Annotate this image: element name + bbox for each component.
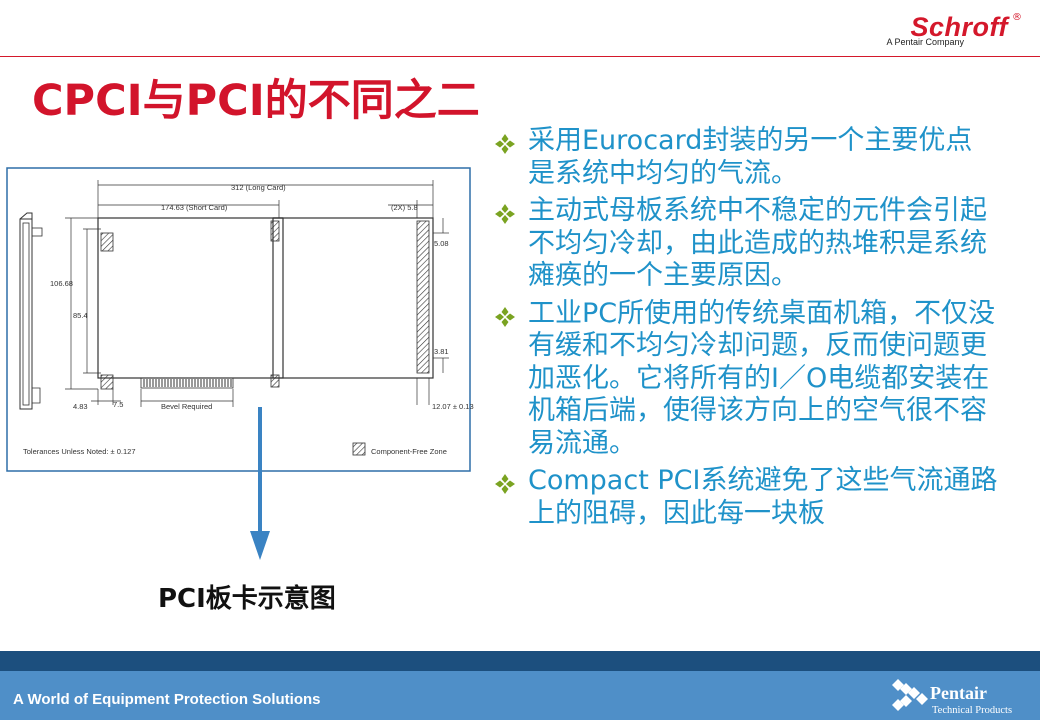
dim-381: 3.81: [434, 347, 449, 356]
footer-tagline: A World of Equipment Protection Solution…: [13, 691, 321, 708]
footer-bar-dark: [0, 651, 1040, 671]
logo-subtitle: A Pentair Company: [886, 37, 964, 47]
diagram-frame: [6, 167, 471, 472]
arrow-down-icon: [250, 407, 270, 560]
pentair-logo: Pentair Technical Products: [890, 673, 1040, 719]
bullet-text: 主动式母板系统中不稳定的元件会引起不均匀冷却，由此造成的热堆积是系统瘫痪的一个主…: [528, 195, 987, 291]
mounting-bracket: [19, 212, 43, 410]
dim-85: 85.4: [73, 311, 88, 320]
dim-bevel: Bevel Required: [161, 402, 212, 411]
dimension-lines: [65, 180, 449, 407]
hatch-top-mid: [270, 220, 280, 242]
component-free-label: Component-Free Zone: [371, 447, 447, 456]
bullet-text: Compact PCI系统避免了这些气流通路上的阻碍，因此每一块板: [528, 465, 998, 529]
dim-2x: (2X) 5.8: [391, 203, 418, 212]
list-item: 主动式母板系统中不稳定的元件会引起不均匀冷却，由此造成的热堆积是系统瘫痪的一个主…: [494, 195, 1004, 293]
dim-75: 7.5: [113, 400, 123, 409]
bullet-list: 采用Eurocard封装的另一个主要优点是系统中均匀的气流。 主动式母板系统中不…: [494, 125, 1004, 652]
pentair-logo-icon: [892, 679, 928, 711]
four-diamond-bullet-icon: [494, 465, 528, 503]
four-diamond-bullet-icon: [494, 298, 528, 336]
diagram-caption: PCI板卡示意图: [158, 584, 336, 614]
dim-short-card: 174.63 (Short Card): [161, 203, 228, 212]
footer-bar-light: [0, 671, 1040, 720]
four-diamond-bullet-icon: [494, 125, 528, 163]
dim-508: 5.08: [434, 239, 449, 248]
logo-text: Schroff: [910, 12, 1008, 42]
dim-106: 106.68: [50, 279, 73, 288]
pci-card-diagram: 312 (Long Card) 174.63 (Short Card) (2X)…: [3, 163, 475, 481]
tolerance-note: Tolerances Unless Noted: ± 0.127: [23, 447, 136, 456]
dim-1207: 12.07 ± 0.13: [432, 402, 474, 411]
hatch-bottom-left: [100, 374, 114, 390]
registered-mark: ®: [1012, 12, 1022, 23]
list-item: 工业PC所使用的传统桌面机箱，不仅没有缓和不均匀冷却问题，反而使问题更加恶化。它…: [494, 298, 1004, 461]
hatch-bottom-mid: [270, 374, 280, 388]
pentair-name: Pentair: [930, 683, 987, 703]
dim-483: 4.83: [73, 402, 88, 411]
bullet-text: 采用Eurocard封装的另一个主要优点是系统中均匀的气流。: [528, 125, 973, 189]
schroff-logo: Schroff ® A Pentair Company: [852, 10, 1022, 50]
legend-hatch-swatch: [352, 442, 366, 456]
slide-title: CPCI与PCI的不同之二: [32, 76, 480, 126]
bullet-text: 工业PC所使用的传统桌面机箱，不仅没有缓和不均匀冷却问题，反而使问题更加恶化。它…: [528, 297, 996, 459]
hatch-right: [416, 220, 430, 374]
list-item: Compact PCI系统避免了这些气流通路上的阻碍，因此每一块板: [494, 465, 1004, 530]
four-diamond-bullet-icon: [494, 195, 528, 233]
hatch-top-left: [100, 232, 114, 252]
pentair-subtitle: Technical Products: [932, 705, 1013, 716]
list-item: 采用Eurocard封装的另一个主要优点是系统中均匀的气流。: [494, 125, 1004, 190]
dim-long-card: 312 (Long Card): [231, 183, 286, 192]
header-divider: [0, 56, 1040, 57]
edge-connector: [140, 377, 234, 389]
diagram-background: [3, 163, 475, 481]
